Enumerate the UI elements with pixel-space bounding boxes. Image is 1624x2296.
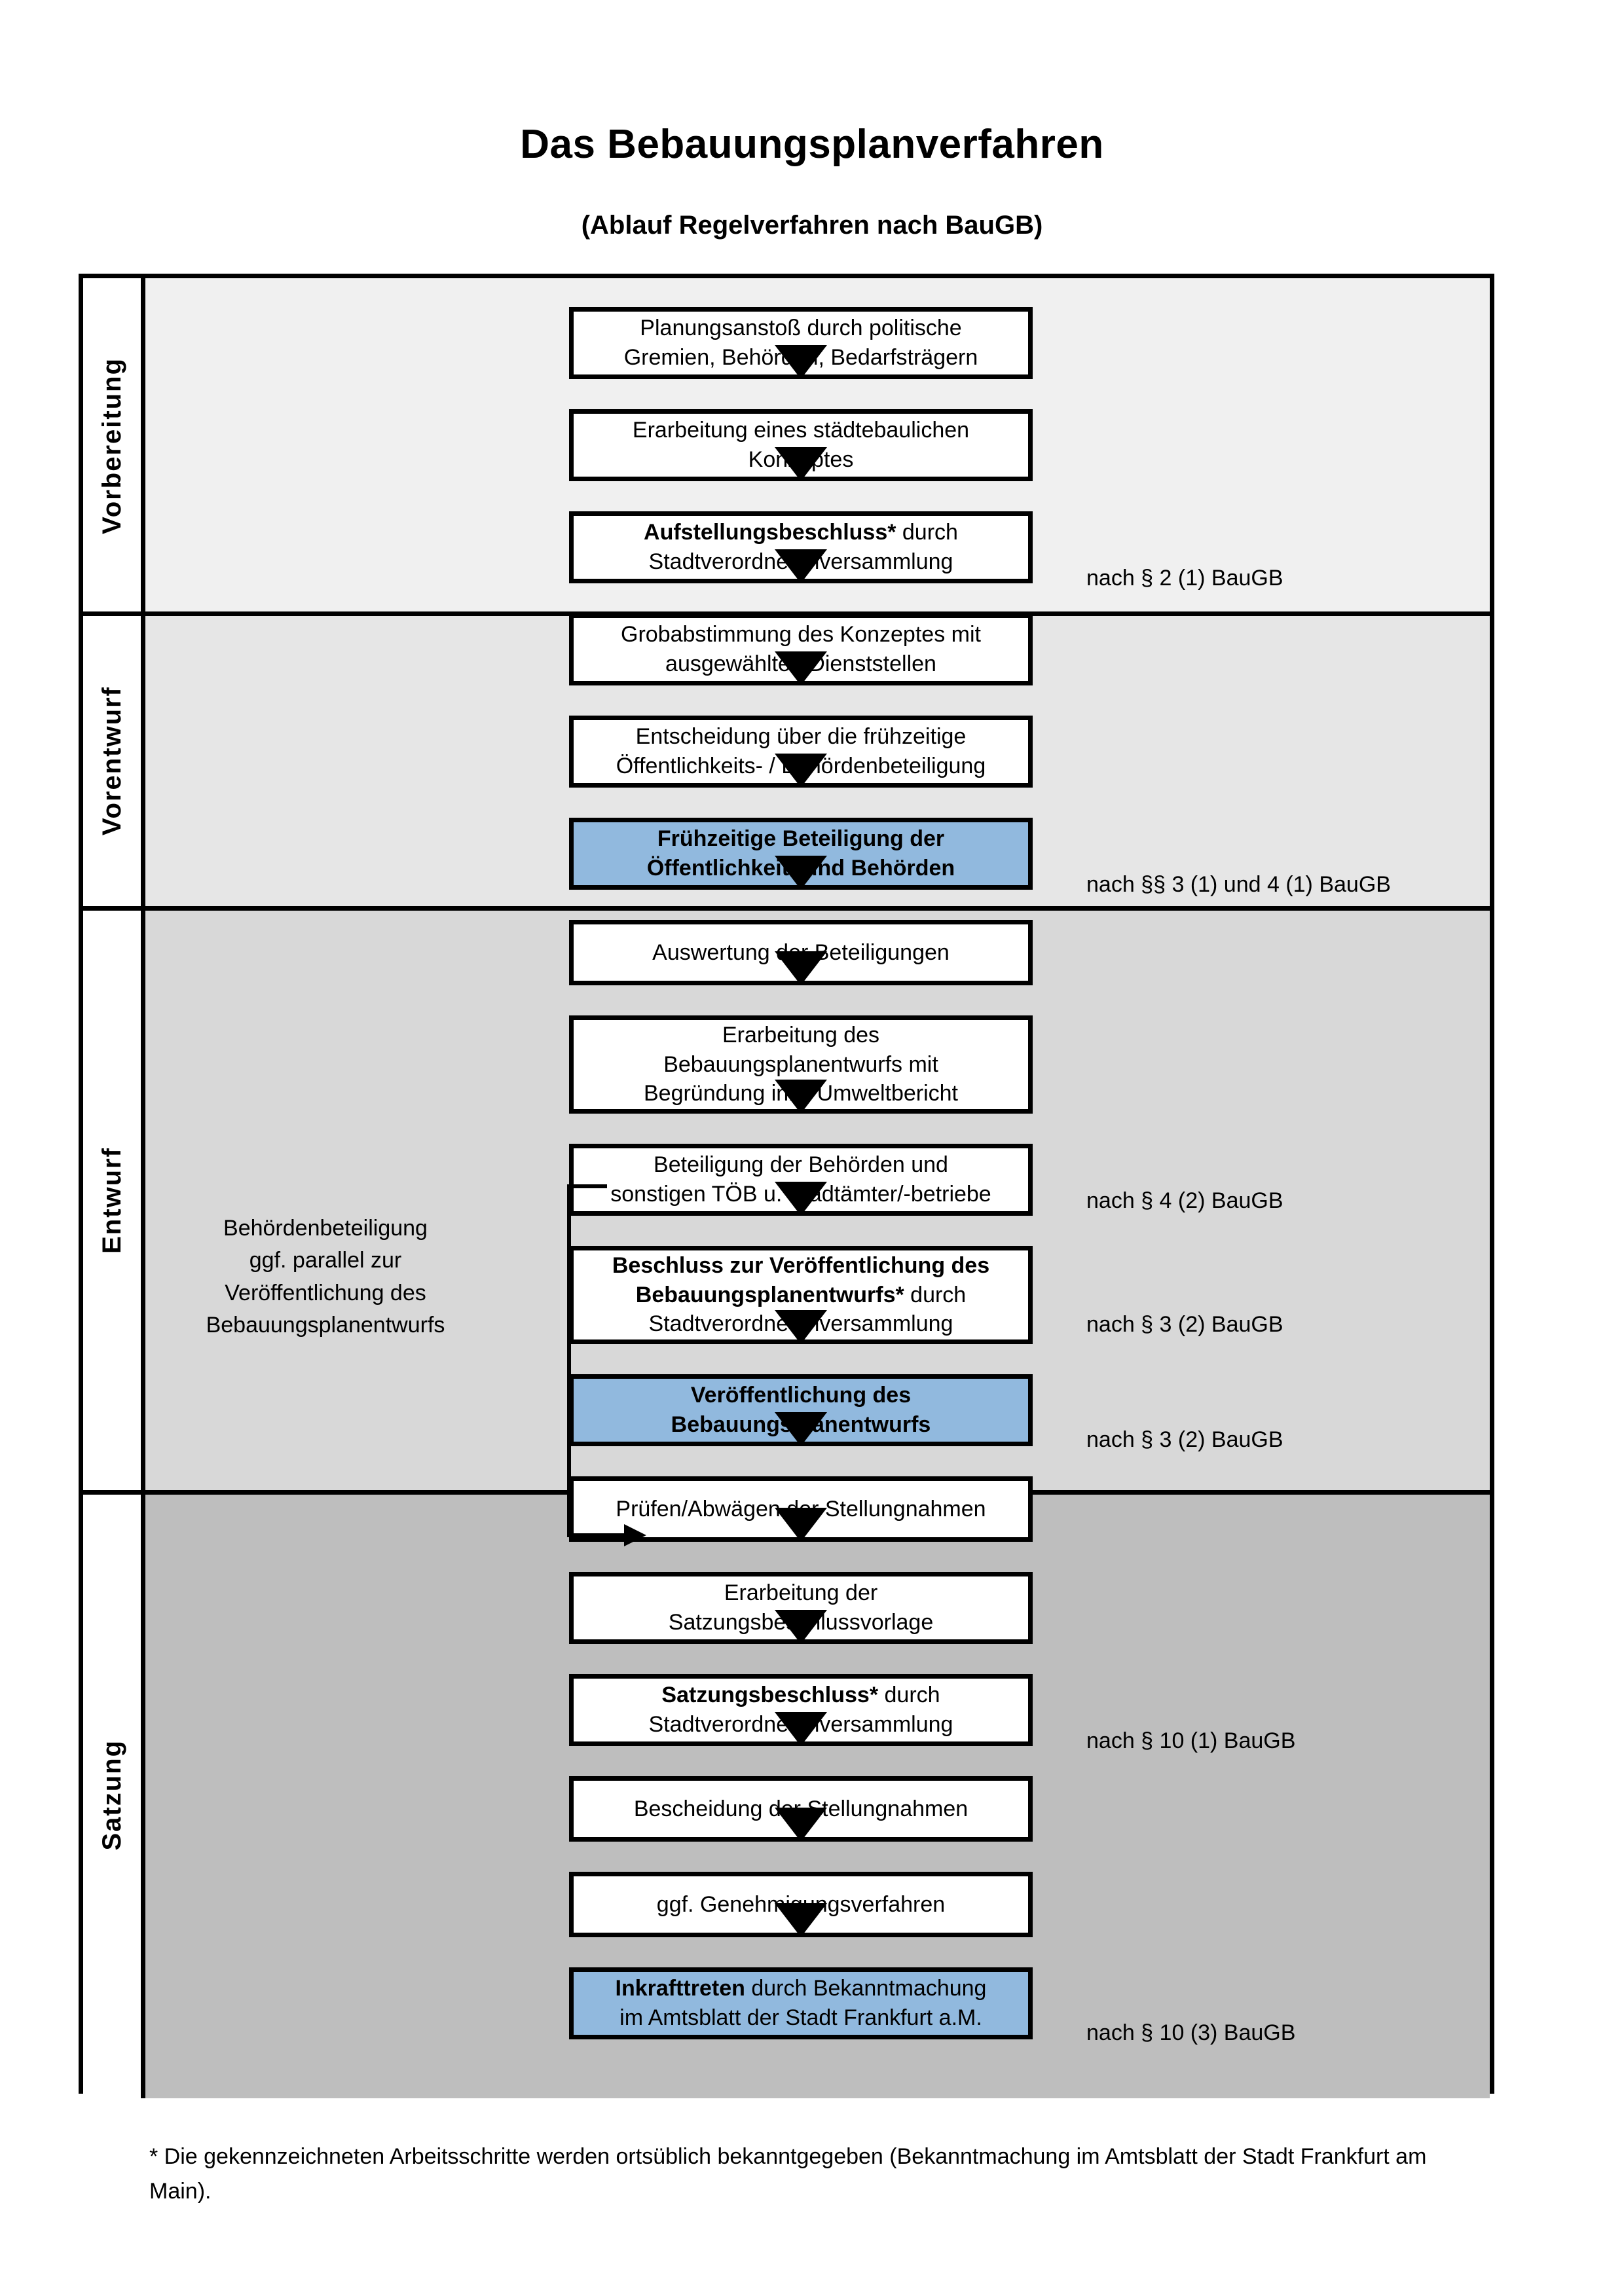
process-step-line: Erarbeitung der [724, 1580, 878, 1606]
process-step-line: Planungsanstoß durch politische [640, 316, 962, 341]
process-step-line: Veröffentlichung des [690, 1383, 912, 1408]
swimlane-label-cell: Vorbereitung [83, 278, 145, 613]
flow-arrow-down-icon [775, 1182, 827, 1216]
flow-arrow-down-icon [775, 345, 827, 379]
page-subtitle: (Ablauf Regelverfahren nach BauGB) [581, 211, 1043, 240]
legal-reference-ref-3: nach § 4 (2) BauGB [1086, 1188, 1283, 1213]
footnote-text: * Die gekennzeichneten Arbeitsschritte w… [149, 2144, 1427, 2204]
page-title: Das Bebauungsplanverfahren [520, 122, 1104, 167]
swimlane-label-cell: Satzung [83, 1492, 145, 2098]
process-step-line: Beschluss zur Veröffentlichung des [612, 1252, 990, 1278]
legal-reference-ref-5: nach § 3 (2) BauGB [1086, 1427, 1283, 1452]
legal-reference-ref-1: nach § 2 (1) BauGB [1086, 566, 1283, 591]
legal-reference-ref-6: nach § 10 (1) BauGB [1086, 1728, 1296, 1753]
flow-arrow-down-icon [775, 1080, 827, 1114]
process-step-line: Erarbeitung des [722, 1022, 880, 1048]
side-note-line: Bebauungsplanentwurfs [206, 1312, 445, 1338]
flow-arrow-down-icon [775, 754, 827, 788]
process-step-line: Satzungsbeschluss* durch [661, 1683, 940, 1708]
process-step-line: Bebauungsplanentwurfs* durch [635, 1282, 967, 1307]
flow-arrow-down-icon [775, 1508, 827, 1542]
flow-arrow-down-icon [775, 856, 827, 890]
parallel-branch-connector [567, 1184, 646, 1546]
side-note-line: Behördenbeteiligung [223, 1216, 428, 1241]
legal-reference-ref-2: nach §§ 3 (1) und 4 (1) BauGB [1086, 872, 1391, 897]
side-note-line: ggf. parallel zur [249, 1248, 402, 1273]
process-step-line: Beteiligung der Behörden und [654, 1152, 948, 1178]
process-step-line: Grobabstimmung des Konzeptes mit [621, 622, 981, 647]
side-note-line: Veröffentlichung des [225, 1280, 426, 1305]
swimlane-divider [83, 906, 1490, 911]
process-step-line: Aufstellungsbeschluss* durch [644, 520, 958, 545]
flow-arrow-down-icon [775, 1310, 827, 1344]
process-step-line: im Amtsblatt der Stadt Frankfurt a.M. [619, 2005, 982, 2030]
process-step-inkrafttreten: Inkrafttreten durch Bekanntmachung im Amt… [569, 1967, 1033, 2039]
process-step-line: Erarbeitung eines städtebaulichen [632, 418, 970, 443]
flow-arrow-down-icon [775, 1412, 827, 1446]
swimlane-label-cell: Entwurf [83, 908, 145, 1492]
flow-arrow-down-icon [775, 1610, 827, 1644]
swimlane-label-cell: Vorentwurf [83, 613, 145, 908]
legal-reference-ref-4: nach § 3 (2) BauGB [1086, 1312, 1283, 1337]
process-step-line: Frühzeitige Beteiligung der [657, 826, 945, 852]
process-step-line: Entscheidung über die frühzeitige [635, 724, 967, 750]
process-step-text: Inkrafttreten durch Bekanntmachung im Amt… [580, 1974, 1022, 2033]
process-step-line: Inkrafttreten durch Bekanntmachung [615, 1976, 987, 2001]
legal-reference-ref-7: nach § 10 (3) BauGB [1086, 2020, 1296, 2045]
flow-arrow-down-icon [775, 1808, 827, 1842]
flow-arrow-down-icon [775, 1903, 827, 1937]
flow-arrow-down-icon [775, 447, 827, 481]
flow-arrow-down-icon [775, 1712, 827, 1746]
flow-arrow-down-icon [775, 951, 827, 985]
flow-arrow-down-icon [775, 549, 827, 583]
flow-arrow-down-icon [775, 651, 827, 685]
process-step-line: Bebauungsplanentwurfs mit [663, 1051, 938, 1077]
